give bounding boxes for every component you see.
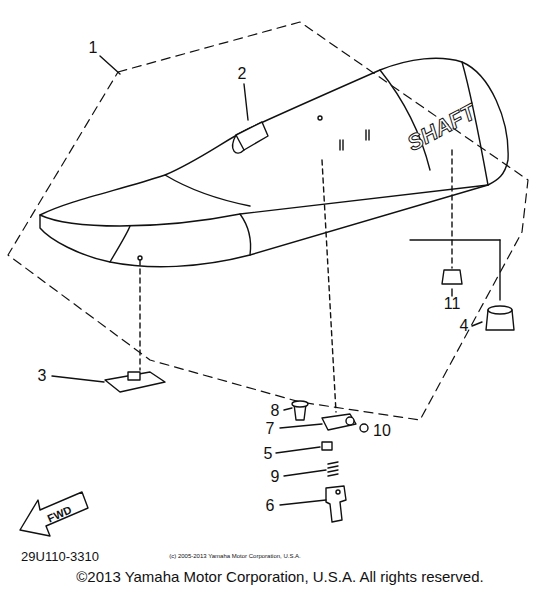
callout-number: 9 xyxy=(271,469,280,485)
callout-number: 7 xyxy=(266,421,275,437)
callout-number: 11 xyxy=(444,296,461,312)
leader-line xyxy=(472,322,482,326)
leader-line xyxy=(284,408,292,410)
leader-line xyxy=(139,260,140,370)
leader-line xyxy=(244,84,248,120)
copyright-notice: ©2013 Yamaha Motor Corporation, U.S.A. A… xyxy=(76,569,483,584)
leader-line xyxy=(284,470,326,476)
assembly-outline xyxy=(8,22,528,420)
leader-line xyxy=(451,289,452,296)
bracket-part xyxy=(105,372,165,392)
callout-number: 8 xyxy=(271,403,280,419)
leader-line xyxy=(52,376,104,382)
seat-logo: SHAFT xyxy=(404,101,479,155)
callout-number: 5 xyxy=(264,446,273,462)
drawing-number: 29U110-3310 xyxy=(21,550,99,563)
callout-number: 10 xyxy=(373,423,391,439)
callout-number: 6 xyxy=(266,498,275,514)
leader-line xyxy=(276,447,320,453)
leader-line xyxy=(410,239,500,240)
callout-number: 2 xyxy=(238,66,247,82)
leader-line xyxy=(280,500,326,505)
seat xyxy=(40,58,508,266)
forward-arrow xyxy=(20,492,88,536)
watermark: (c) 2005-2013 Yamaha Motor Corporation, … xyxy=(169,553,301,559)
callout-number: 4 xyxy=(460,318,469,334)
leader-line xyxy=(499,240,500,300)
leader-line xyxy=(280,424,322,428)
leader-line xyxy=(451,150,452,268)
callout-number: 1 xyxy=(89,40,98,56)
callout-number: 3 xyxy=(38,368,47,384)
nut-part xyxy=(442,270,462,284)
lock-assembly xyxy=(292,401,368,522)
leader-line xyxy=(322,160,336,412)
leader-line xyxy=(100,56,120,74)
